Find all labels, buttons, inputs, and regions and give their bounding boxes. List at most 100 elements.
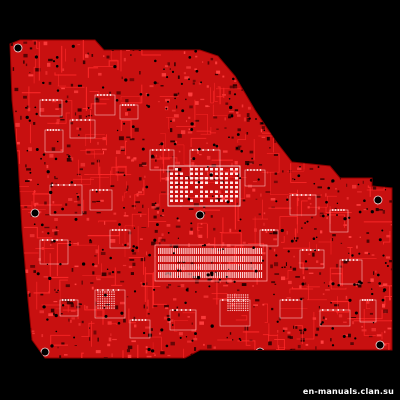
component-pin	[185, 309, 187, 311]
board-speckle	[101, 272, 107, 277]
board-speckle	[20, 115, 22, 120]
cpu-pad	[175, 177, 178, 180]
board-speckle	[185, 98, 187, 101]
board-speckle	[25, 63, 28, 67]
cpu-pad	[220, 181, 223, 184]
board-speckle	[254, 82, 257, 84]
board-speckle	[175, 141, 177, 145]
board-speckle	[92, 271, 95, 275]
via	[292, 178, 294, 180]
ram-slot-pin	[260, 264, 263, 270]
ram-slot-pin	[170, 264, 172, 270]
board-speckle	[161, 233, 164, 236]
trace	[245, 325, 251, 346]
board-speckle	[198, 82, 201, 85]
trace	[210, 87, 214, 104]
board-speckle	[161, 191, 166, 193]
board-speckle	[89, 327, 91, 329]
ram-slot-pin	[176, 264, 179, 270]
via	[378, 282, 382, 285]
board-speckle	[134, 359, 137, 363]
trace	[173, 320, 189, 332]
via	[115, 99, 119, 102]
board-speckle	[262, 303, 265, 306]
trace	[318, 238, 332, 255]
board-speckle	[53, 301, 58, 303]
ram-slot-pin	[197, 248, 200, 254]
board-speckle	[234, 109, 239, 112]
board-speckle	[109, 91, 112, 94]
via	[147, 105, 151, 108]
board-speckle	[289, 65, 293, 67]
board-speckle	[383, 309, 388, 314]
board-speckle	[366, 239, 370, 243]
board-speckle	[59, 355, 62, 358]
board-speckle	[32, 333, 35, 335]
via	[111, 270, 115, 274]
component-pin	[369, 299, 371, 301]
board-speckle	[234, 170, 237, 173]
board-speckle	[82, 211, 87, 215]
board-speckle	[44, 226, 50, 229]
via	[367, 46, 370, 48]
bga-ball	[229, 298, 231, 301]
via	[190, 222, 193, 225]
board-speckle	[359, 171, 361, 175]
board-speckle	[126, 185, 129, 189]
bga-ball	[113, 293, 115, 295]
component-pin	[42, 99, 44, 101]
cpu-pad	[195, 168, 198, 171]
bga-ball	[104, 305, 106, 307]
board-speckle	[346, 183, 348, 187]
via	[54, 176, 56, 178]
board-speckle	[186, 120, 188, 123]
board-speckle	[141, 162, 147, 165]
via	[261, 259, 265, 262]
ram-slot-pin	[231, 256, 233, 262]
trace	[294, 325, 303, 345]
ram-slot-pin	[168, 256, 170, 262]
component-pin	[141, 319, 143, 321]
trace	[262, 334, 270, 342]
board-speckle	[234, 80, 237, 82]
component-pin	[168, 149, 170, 151]
trace	[128, 308, 136, 324]
via	[300, 298, 303, 301]
board-speckle	[228, 90, 231, 95]
board-speckle	[339, 99, 345, 101]
trace	[331, 300, 350, 313]
board-speckle	[129, 195, 131, 198]
board-speckle	[287, 335, 291, 339]
board-speckle	[261, 252, 266, 255]
board-speckle	[74, 283, 77, 286]
bga-ball	[229, 307, 231, 309]
via	[304, 222, 307, 224]
board-speckle	[28, 147, 32, 152]
board-speckle	[177, 219, 181, 222]
trace	[134, 179, 145, 210]
component-pin	[349, 259, 351, 261]
trace	[288, 189, 298, 194]
via	[116, 129, 119, 132]
component-pin	[250, 169, 252, 171]
via	[35, 112, 38, 116]
board-speckle	[51, 147, 56, 151]
cpu-pad	[190, 177, 193, 180]
via	[208, 285, 211, 288]
component-pin	[64, 299, 67, 301]
board-speckle	[167, 62, 170, 66]
board-speckle	[115, 305, 119, 310]
ram-slot-pin	[204, 248, 206, 254]
ram-slot-pin	[214, 272, 216, 278]
board-speckle	[278, 356, 281, 358]
trace	[111, 267, 123, 286]
via	[331, 282, 335, 286]
bga-ball	[236, 300, 238, 303]
board-speckle	[10, 202, 12, 207]
cpu-pad	[200, 168, 203, 171]
board-speckle	[45, 214, 50, 216]
via	[33, 223, 36, 226]
board-speckle	[147, 313, 150, 315]
board-speckle	[26, 105, 29, 109]
